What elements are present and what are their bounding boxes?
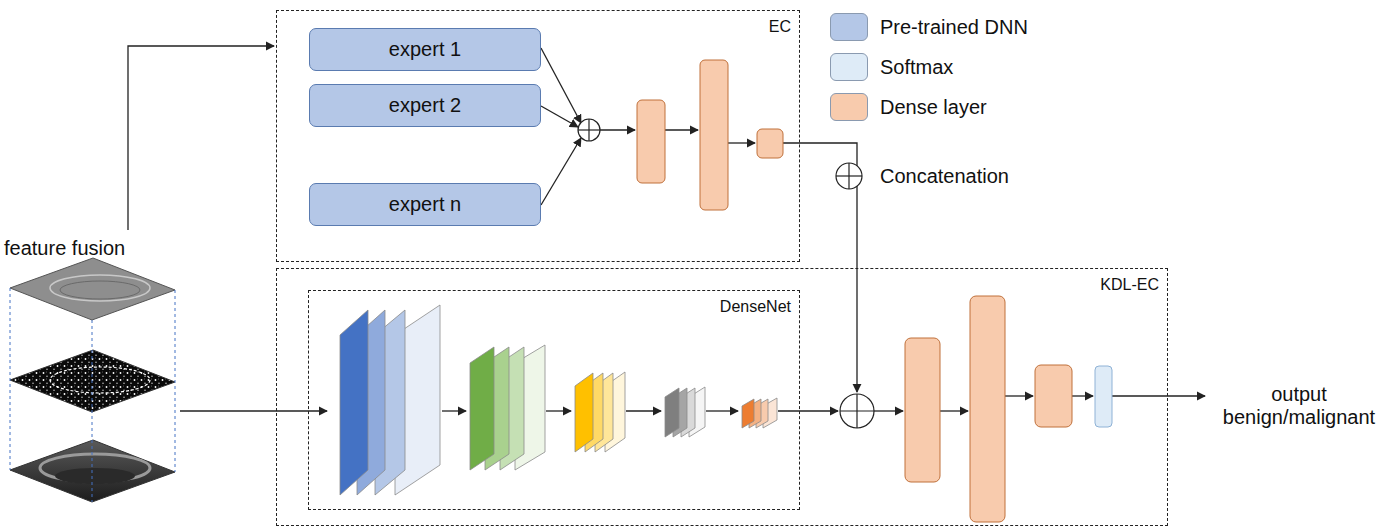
densenet-group: DenseNet <box>308 290 800 510</box>
dense-layers <box>637 60 1072 522</box>
legend-spacer <box>830 162 868 190</box>
legend-swatch <box>830 53 868 81</box>
group-label: EC <box>769 17 791 36</box>
legend-text: Pre-trained DNN <box>880 16 1028 39</box>
expert-box: expert n <box>309 183 541 226</box>
legend-text: Dense layer <box>880 96 987 119</box>
legend-row: Softmax <box>830 52 953 82</box>
output-label: output benign/malignant <box>1218 383 1380 429</box>
legend-row: Dense layer <box>830 92 987 122</box>
softmax-layer <box>1095 366 1112 427</box>
legend-text: Concatenation <box>880 165 1009 188</box>
group-label: DenseNet <box>720 297 791 316</box>
box-label: expert n <box>389 193 461 216</box>
kdl-ec-group: KDL-EC DenseNet <box>276 268 1168 526</box>
legend-swatch <box>830 93 868 121</box>
legend-row: Concatenation <box>830 161 1009 191</box>
legend-row: Pre-trained DNN <box>830 12 1028 42</box>
group-label: KDL-EC <box>1100 275 1159 294</box>
legend-swatch <box>830 13 868 41</box>
wires <box>128 46 1205 411</box>
input-label: feature fusion <box>4 237 125 260</box>
ec-group: EC expert 1 expert 2 expert n <box>276 10 800 262</box>
box-label: expert 2 <box>389 94 461 117</box>
expert-box: expert 1 <box>309 28 541 71</box>
image-stack <box>10 258 175 502</box>
box-label: expert 1 <box>389 38 461 61</box>
legend-text: Softmax <box>880 56 953 79</box>
expert-box: expert 2 <box>309 84 541 127</box>
densenet-blocks <box>340 305 777 495</box>
